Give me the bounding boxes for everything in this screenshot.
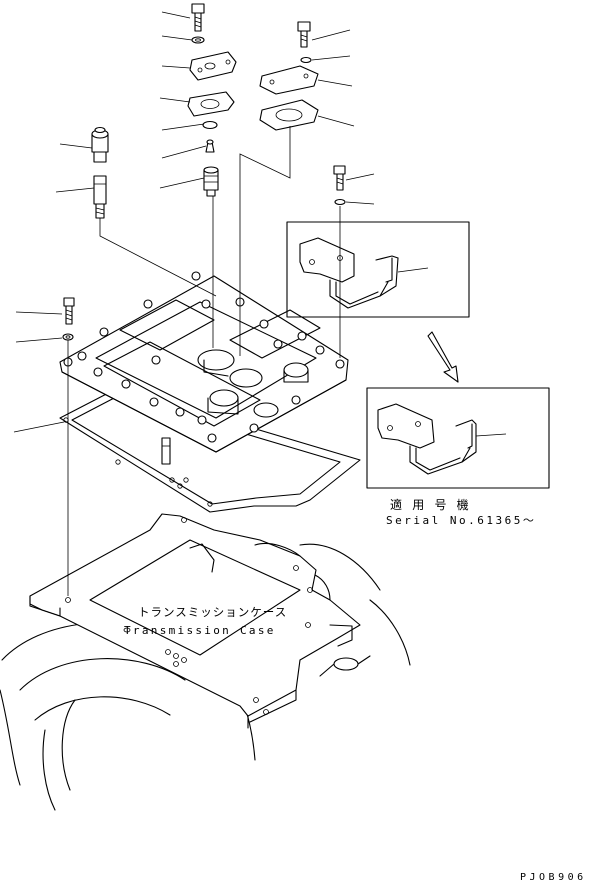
leader-lines: [13, 11, 507, 437]
detail-box-variant: [366, 387, 550, 489]
blank-cover: [259, 65, 319, 95]
transmission-case: [0, 513, 411, 811]
transmission-case-label-en: Transmission Case: [124, 624, 276, 637]
adapter-nipple: [93, 175, 107, 219]
bracket-variant-part: [377, 403, 477, 475]
drawing-code: PJOB906: [520, 872, 587, 883]
washer-bracket: [334, 198, 346, 206]
bracket-part: [299, 237, 399, 309]
transmission-case-label-jp: トランスミッションケース: [138, 605, 287, 619]
bolt-right-top: [297, 21, 311, 48]
washer-left: [62, 333, 74, 341]
plug: [205, 139, 215, 153]
applicable-serial-label-jp: 適 用 号 機: [390, 497, 470, 512]
label-bullet-icon: [123, 627, 131, 633]
arrow-to-variant: [427, 331, 459, 383]
bolt-center-top: [191, 3, 205, 32]
bolt-left: [63, 297, 75, 325]
blank-cover-gasket: [259, 99, 319, 131]
washer-center: [191, 36, 205, 44]
cover-plate: [59, 271, 349, 453]
cover-gasket: [187, 91, 235, 117]
washer-right: [300, 56, 312, 64]
applicable-serial-label-en: Serial No.61365～: [386, 514, 536, 527]
small-cover: [189, 51, 237, 81]
dowel-pin: [161, 437, 171, 465]
assembly-lines: [67, 126, 341, 596]
bolt-bracket: [333, 165, 346, 191]
valve-fitting: [203, 166, 219, 197]
o-ring: [202, 120, 218, 130]
detail-box-upper: [286, 221, 470, 318]
pressure-switch: [91, 126, 109, 163]
